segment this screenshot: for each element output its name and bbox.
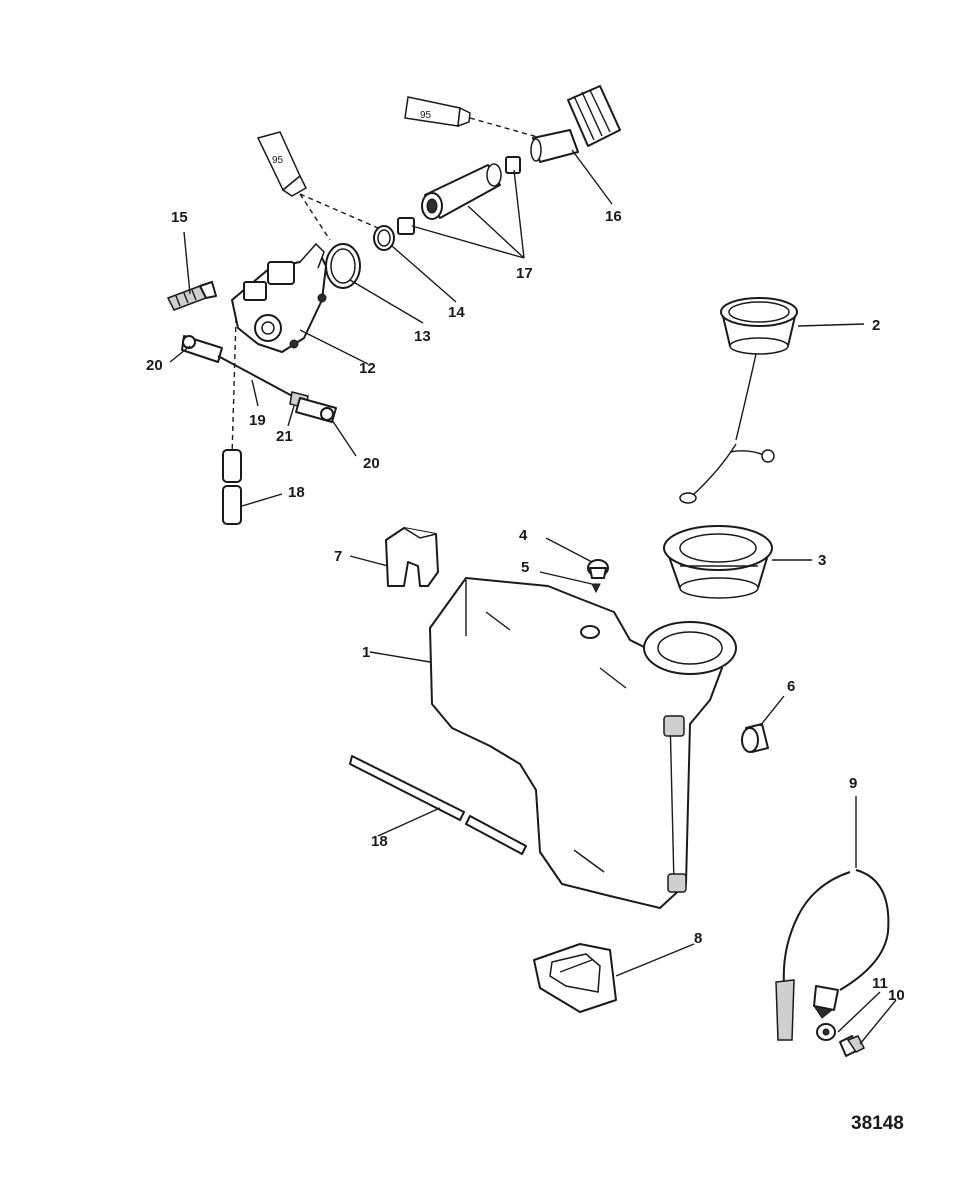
callout-7: 7 — [334, 548, 342, 565]
sealant-label-top: 95 — [420, 110, 432, 121]
callout-21: 21 — [276, 428, 293, 445]
leader-lines — [169, 149, 897, 1045]
part-7-bracket — [385, 527, 439, 587]
part-8-base-pad — [533, 943, 617, 1013]
part-16-coupling-shaft — [530, 85, 621, 163]
part-5-check-valve — [591, 583, 601, 594]
part-9-strap — [775, 869, 890, 1041]
callout-2: 2 — [872, 317, 880, 334]
callout-8: 8 — [694, 930, 702, 947]
sealant-tube-left: 95 — [256, 131, 379, 241]
part-19-linkage-rod — [217, 355, 297, 399]
callout-16: 16 — [605, 208, 622, 225]
callout-14: 14 — [448, 304, 465, 321]
part-14-o-ring — [373, 225, 395, 251]
part-18-hose-upper — [222, 449, 242, 525]
callout-5: 5 — [521, 559, 529, 576]
part-11-washer — [816, 1023, 836, 1041]
part-20-linkage-end-lower — [295, 397, 337, 423]
callout-12: 12 — [359, 360, 376, 377]
part-10-screw — [839, 1035, 866, 1057]
callout-17: 17 — [516, 265, 533, 282]
callout-18-upper: 18 — [288, 484, 305, 501]
part-12-oil-pump — [231, 242, 327, 353]
callout-11: 11 — [872, 975, 888, 992]
callout-20-upper: 20 — [146, 357, 163, 374]
part-17-bushing — [397, 156, 521, 235]
callout-18-lower: 18 — [371, 833, 388, 850]
callout-20-lower: 20 — [363, 455, 380, 472]
callout-15: 15 — [171, 209, 188, 226]
callout-13: 13 — [414, 328, 431, 345]
part-2-filler-cap — [679, 297, 798, 504]
part-1-oil-tank — [429, 577, 737, 909]
callout-4: 4 — [519, 527, 528, 544]
part-13-gasket — [325, 243, 361, 289]
figure-number: 38148 — [851, 1113, 904, 1134]
part-3-filler-neck-seal — [663, 525, 773, 599]
callout-9: 9 — [849, 775, 857, 792]
part-15-bolt — [166, 281, 217, 311]
part-20-linkage-end-upper — [181, 335, 223, 363]
part-4-vent-cap — [587, 559, 609, 579]
callout-10: 10 — [888, 987, 905, 1004]
part-18-hose-lower — [349, 755, 527, 855]
callout-19: 19 — [249, 412, 266, 429]
sealant-label-left: 95 — [272, 155, 284, 166]
part-6-grommet — [741, 723, 769, 753]
callout-6: 6 — [787, 678, 795, 695]
sealant-tube-top: 95 — [404, 96, 549, 141]
callout-3: 3 — [818, 552, 826, 569]
callout-labels: 1 2 3 4 5 6 7 8 9 10 11 12 13 14 15 16 1… — [146, 208, 905, 1004]
callout-1: 1 — [362, 644, 370, 661]
